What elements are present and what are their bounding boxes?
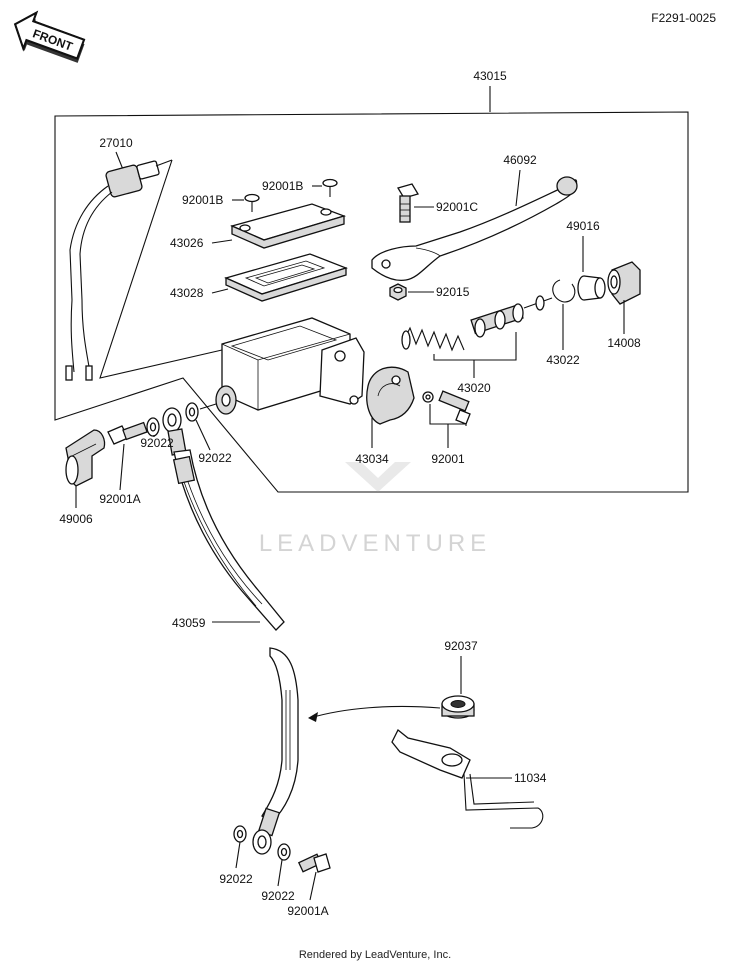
washer-92022-c — [233, 825, 247, 843]
washer-92022-a — [146, 417, 160, 437]
rubber-boot-49006 — [65, 429, 106, 487]
label-92037: 92037 — [444, 639, 478, 653]
master-cylinder-body — [215, 317, 365, 415]
clutch-hose-43059 — [172, 449, 299, 837]
banjo-bolt-92001a-bottom — [297, 853, 331, 873]
switch-27010 — [65, 159, 173, 381]
dust-boot-49016 — [577, 275, 606, 301]
grommet-pointer — [309, 705, 441, 719]
label-92001a-top: 92001A — [99, 492, 140, 506]
label-43020: 43020 — [457, 381, 491, 395]
label-92022-a: 92022 — [140, 436, 174, 450]
piston-kit-43020 — [401, 295, 553, 352]
diaphragm-43028 — [224, 253, 348, 302]
label-49016: 49016 — [566, 219, 600, 233]
label-49006: 49006 — [59, 512, 93, 526]
watermark-text: LEADVENTURE — [259, 530, 491, 557]
label-92001a-bottom: 92001A — [287, 904, 328, 918]
bracket-43020 — [433, 332, 517, 361]
label-43015: 43015 — [473, 69, 507, 83]
label-92001c: 92001C — [436, 200, 478, 214]
footer-credit: Rendered by LeadVenture, Inc. — [299, 949, 451, 961]
label-46092: 46092 — [503, 153, 537, 167]
label-92022-c: 92022 — [219, 872, 253, 886]
banjo-bolt-92001a-top — [107, 421, 148, 445]
label-43059: 43059 — [172, 616, 206, 630]
screw-92001b-right — [322, 178, 338, 197]
watermark-logo — [345, 462, 411, 492]
label-27010: 27010 — [99, 136, 133, 150]
hose-bracket-11034 — [391, 728, 544, 829]
nut-92015 — [389, 283, 407, 301]
label-92015: 92015 — [436, 285, 470, 299]
screw-92001b-left — [244, 193, 260, 212]
banjo-fitting-lower — [252, 829, 272, 855]
banjo-fitting-upper — [162, 407, 187, 456]
grommet-92037 — [441, 695, 475, 719]
washer-92022-b — [185, 402, 199, 422]
label-43026: 43026 — [170, 236, 204, 250]
label-14008: 14008 — [607, 336, 641, 350]
bolt-92001 — [422, 390, 471, 425]
bolt-92001c — [397, 183, 419, 223]
label-43034: 43034 — [355, 452, 389, 466]
diagram-code: F2291-0025 — [651, 11, 716, 25]
label-92022-d: 92022 — [261, 889, 295, 903]
switch-pointer — [99, 159, 223, 379]
label-92001: 92001 — [431, 452, 465, 466]
clamp-43034 — [366, 366, 415, 425]
assembly-boundary — [54, 111, 689, 493]
label-11034: 11034 — [514, 771, 547, 785]
washer-92022-d — [277, 843, 291, 861]
label-92001b-right: 92001B — [262, 179, 303, 193]
label-43028: 43028 — [170, 286, 204, 300]
label-92001b-left: 92001B — [182, 193, 223, 207]
clutch-lever-46092 — [371, 176, 578, 282]
front-arrow-icon: FRONT — [13, 10, 86, 63]
circlip-43022 — [552, 279, 576, 303]
label-43022: 43022 — [546, 353, 580, 367]
label-92022-b: 92022 — [198, 451, 232, 465]
cap-14008 — [607, 261, 641, 305]
reservoir-cap-43026 — [230, 203, 347, 249]
